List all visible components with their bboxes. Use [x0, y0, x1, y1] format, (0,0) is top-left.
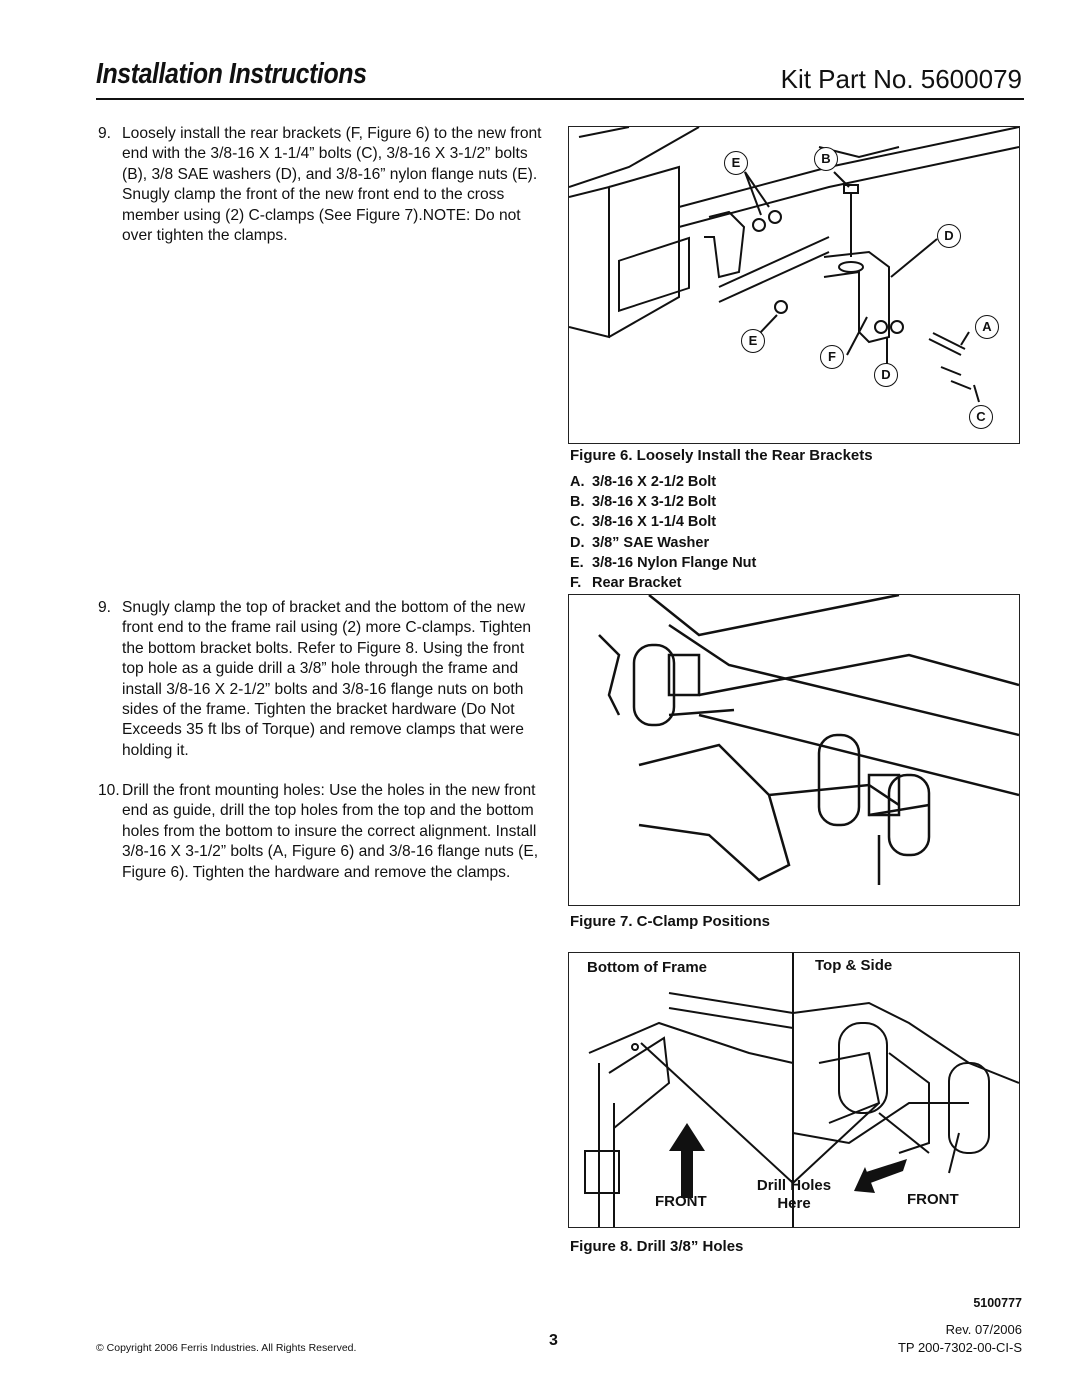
step-9-second: 9. Snugly clamp the top of bracket and t…: [98, 598, 546, 778]
kit-part-number: Kit Part No. 5600079: [780, 64, 1022, 94]
callout-c: C: [969, 405, 993, 429]
tp-number: TP 200-7302-00-CI-S: [897, 1340, 1022, 1355]
drill-holes-drawing: [584, 953, 1019, 1227]
callout-f: F: [820, 345, 844, 369]
legend-key: A.: [570, 474, 585, 490]
figure-7-illustration: [568, 594, 1020, 906]
figure-6-illustration: E B D A E F D C: [568, 126, 1020, 444]
legend-text: 3/8-16 X 3-1/2 Bolt: [592, 494, 717, 511]
legend-key: E.: [570, 554, 584, 571]
drill-holes-label: Drill Holes Here: [749, 1177, 839, 1213]
legend-item: E. 3/8-16 Nylon Flange Nut: [570, 553, 756, 573]
legend-item: C. 3/8-16 X 1-1/4 Bolt: [570, 512, 756, 532]
callout-d-lower: D: [874, 363, 898, 387]
revision-date: Rev. 07/2006: [945, 1322, 1022, 1337]
bottom-of-frame-label: Bottom of Frame: [587, 959, 707, 976]
step-number: 10.: [98, 782, 120, 799]
legend-key: C.: [570, 514, 585, 531]
step-text: Drill the front mounting holes: Use the …: [122, 782, 539, 881]
figure-8-caption: Figure 8. Drill 3/8” Holes: [570, 1238, 744, 1255]
rear-bracket-drawing: [569, 127, 1019, 403]
page-title: Installation Instructions: [96, 58, 367, 90]
legend-key: B.: [570, 494, 585, 511]
callout-e: E: [724, 151, 748, 175]
callout-b: B: [814, 147, 838, 171]
copyright-notice: © Copyright 2006 Ferris Industries. All …: [96, 1342, 357, 1354]
legend-key: F.: [570, 575, 582, 592]
legend-item: F. Rear Bracket: [570, 573, 756, 593]
front-label-right: FRONT: [907, 1191, 959, 1208]
c-clamp-drawing: [598, 595, 1019, 885]
figure-6-caption: Figure 6. Loosely Install the Rear Brack…: [570, 447, 873, 464]
legend-item: D. 3/8” SAE Washer: [570, 533, 756, 553]
legend-text: 3/8-16 X 1-1/4 Bolt: [592, 514, 717, 531]
drill-holes-line1: Drill Holes: [756, 1177, 832, 1194]
figure-6-legend: A. 3/8-16 X 2-1/2 Bolt B. 3/8-16 X 3-1/2 B…: [570, 472, 756, 593]
legend-item: A. 3/8-16 X 2-1/2 Bolt: [570, 472, 756, 492]
legend-text: 3/8-16 X 2-1/2 Bolt: [592, 474, 717, 490]
figure-8-illustration: Bottom of Frame Top & Side FRONT Drill H…: [568, 952, 1020, 1228]
step-9-first: 9. Loosely install the rear brackets (F,…: [98, 124, 546, 274]
document-number: 5100777: [973, 1296, 1022, 1310]
figure-7-caption: Figure 7. C-Clamp Positions: [570, 913, 771, 930]
legend-key: D.: [570, 534, 585, 551]
legend-item: B. 3/8-16 X 3-1/2 Bolt: [570, 492, 756, 512]
legend-text: 3/8” SAE Washer: [592, 534, 710, 551]
step-text: Snugly clamp the top of bracket and the …: [122, 599, 532, 759]
page-number: 3: [549, 1332, 558, 1349]
legend-text: 3/8-16 Nylon Flange Nut: [592, 554, 757, 571]
top-and-side-label: Top & Side: [815, 957, 893, 974]
step-text: Loosely install the rear brackets (F, Fi…: [122, 125, 542, 245]
callout-d: D: [937, 224, 961, 248]
callout-a: A: [975, 315, 999, 339]
drill-holes-line2: Here: [777, 1195, 811, 1212]
step-number: 9.: [98, 125, 112, 142]
step-number: 9.: [98, 599, 112, 616]
front-label-left: FRONT: [655, 1193, 707, 1210]
step-10: 10. Drill the front mounting holes: Use …: [98, 781, 546, 901]
legend-text: Rear Bracket: [592, 575, 682, 592]
header-rule: [96, 98, 1024, 100]
callout-e-lower: E: [741, 329, 765, 353]
